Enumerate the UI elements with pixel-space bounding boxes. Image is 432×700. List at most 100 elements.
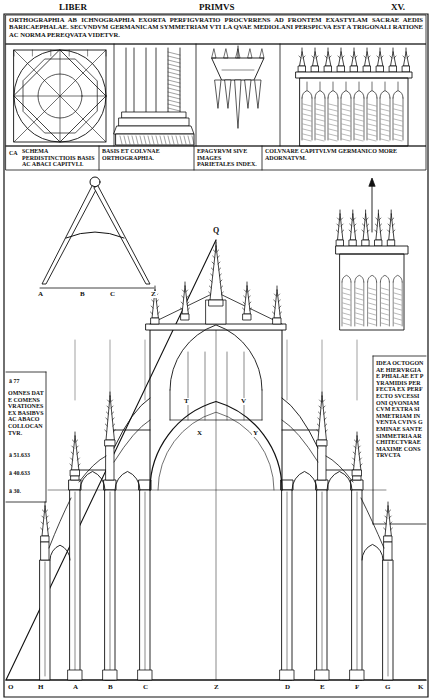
woodcut-stroke <box>367 48 368 52</box>
callout-letter: C <box>142 684 149 691</box>
woodcut-stroke <box>110 430 150 431</box>
woodcut-stroke <box>114 44 115 146</box>
woodcut-stroke <box>368 134 376 136</box>
woodcut-stroke <box>343 313 350 315</box>
woodcut-stroke <box>343 318 350 320</box>
woodcut-stroke <box>341 91 351 98</box>
woodcut-stroke <box>106 446 114 480</box>
woodcut-stroke <box>363 214 368 240</box>
woodcut-stroke <box>212 262 214 264</box>
woodcut-stroke <box>359 82 360 90</box>
woodcut-stroke <box>168 48 169 118</box>
woodcut-stroke <box>107 400 109 402</box>
woodcut-stroke <box>343 308 350 310</box>
woodcut-stroke <box>303 134 311 136</box>
woodcut-stroke <box>381 303 388 305</box>
woodcut-stroke <box>381 298 388 300</box>
woodcut-stroke <box>351 56 353 58</box>
woodcut-stroke <box>377 66 384 72</box>
woodcut-stroke <box>384 542 392 560</box>
woodcut-stroke <box>336 230 338 232</box>
woodcut-stroke <box>124 136 126 144</box>
woodcut-stroke <box>349 240 356 246</box>
callout-letter: Z <box>150 291 157 298</box>
woodcut-stroke <box>369 298 376 300</box>
woodcut-stroke <box>393 275 402 282</box>
woodcut-stroke <box>279 306 281 308</box>
woodcut-stroke <box>353 458 355 460</box>
woodcut-stroke <box>394 313 401 315</box>
woodcut-stroke <box>111 406 113 408</box>
woodcut-stroke <box>343 303 350 305</box>
woodcut-stroke <box>389 218 391 220</box>
woodcut-stroke <box>356 308 363 310</box>
woodcut-stroke <box>212 58 264 80</box>
woodcut-stroke <box>69 50 70 56</box>
woodcut-stroke <box>390 66 397 72</box>
woodcut-stroke <box>145 492 146 676</box>
woodcut-stroke <box>326 456 353 482</box>
woodcut-stroke <box>351 66 358 72</box>
woodcut-stroke <box>6 240 426 680</box>
woodcut-stroke <box>303 139 311 141</box>
woodcut-stroke <box>364 98 365 140</box>
woodcut-stroke <box>361 498 384 548</box>
woodcut-stroke <box>355 109 363 111</box>
woodcut-stroke <box>315 670 329 680</box>
woodcut-stroke <box>354 48 355 52</box>
woodcut-stroke <box>68 670 82 680</box>
woodcut-stroke <box>155 286 156 290</box>
woodcut-stroke <box>355 56 357 58</box>
woodcut-stroke <box>368 124 376 126</box>
woodcut-stroke <box>384 528 386 530</box>
woodcut-stroke <box>46 516 48 518</box>
woodcut-stroke <box>151 318 159 324</box>
woodcut-stroke <box>318 446 326 480</box>
woodcut-stroke <box>206 300 226 324</box>
woodcut-stroke <box>243 302 245 304</box>
woodcut-stroke <box>394 139 402 141</box>
woodcut-stroke <box>316 134 324 136</box>
woodcut-stroke <box>303 109 311 111</box>
woodcut-stroke <box>220 280 222 282</box>
woodcut-stroke <box>324 412 326 414</box>
woodcut-stroke <box>168 80 180 83</box>
woodcut-stroke <box>329 56 331 58</box>
woodcut-stroke <box>209 300 223 306</box>
woodcut-stroke <box>328 98 329 140</box>
woodcut-stroke <box>110 492 111 676</box>
woodcut-stroke <box>116 134 194 145</box>
woodcut-stroke <box>75 340 76 400</box>
woodcut-stroke <box>181 314 189 320</box>
woodcut-stroke <box>46 510 48 512</box>
woodcut-stroke <box>341 224 343 226</box>
woodcut-stroke <box>242 308 244 310</box>
woodcut-stroke <box>325 56 327 58</box>
woodcut-stroke <box>381 134 389 136</box>
woodcut-stroke <box>70 464 72 466</box>
page-heading: XV. <box>390 3 406 12</box>
woodcut-stroke <box>211 274 213 276</box>
woodcut-stroke <box>358 446 360 448</box>
woodcut-stroke <box>245 80 251 108</box>
woodcut-stroke <box>329 134 337 136</box>
woodcut-stroke <box>389 214 394 240</box>
woodcut-stroke <box>303 129 311 131</box>
woodcut-stroke <box>139 480 151 490</box>
woodcut-stroke <box>6 372 46 373</box>
woodcut-stroke <box>337 240 344 246</box>
woodcut-stroke <box>373 356 374 524</box>
woodcut-stroke <box>381 293 388 295</box>
woodcut-stroke <box>380 230 382 232</box>
woodcut-stroke <box>14 50 15 56</box>
woodcut-stroke <box>323 406 325 408</box>
woodcut-stroke <box>300 52 305 66</box>
woodcut-stroke <box>181 302 183 304</box>
woodcut-stroke <box>394 303 401 305</box>
woodcut-stroke <box>6 502 46 503</box>
woodcut-stroke <box>23 59 97 133</box>
woodcut-stroke <box>394 56 396 58</box>
woodcut-stroke <box>168 72 180 75</box>
woodcut-stroke <box>50 50 51 56</box>
